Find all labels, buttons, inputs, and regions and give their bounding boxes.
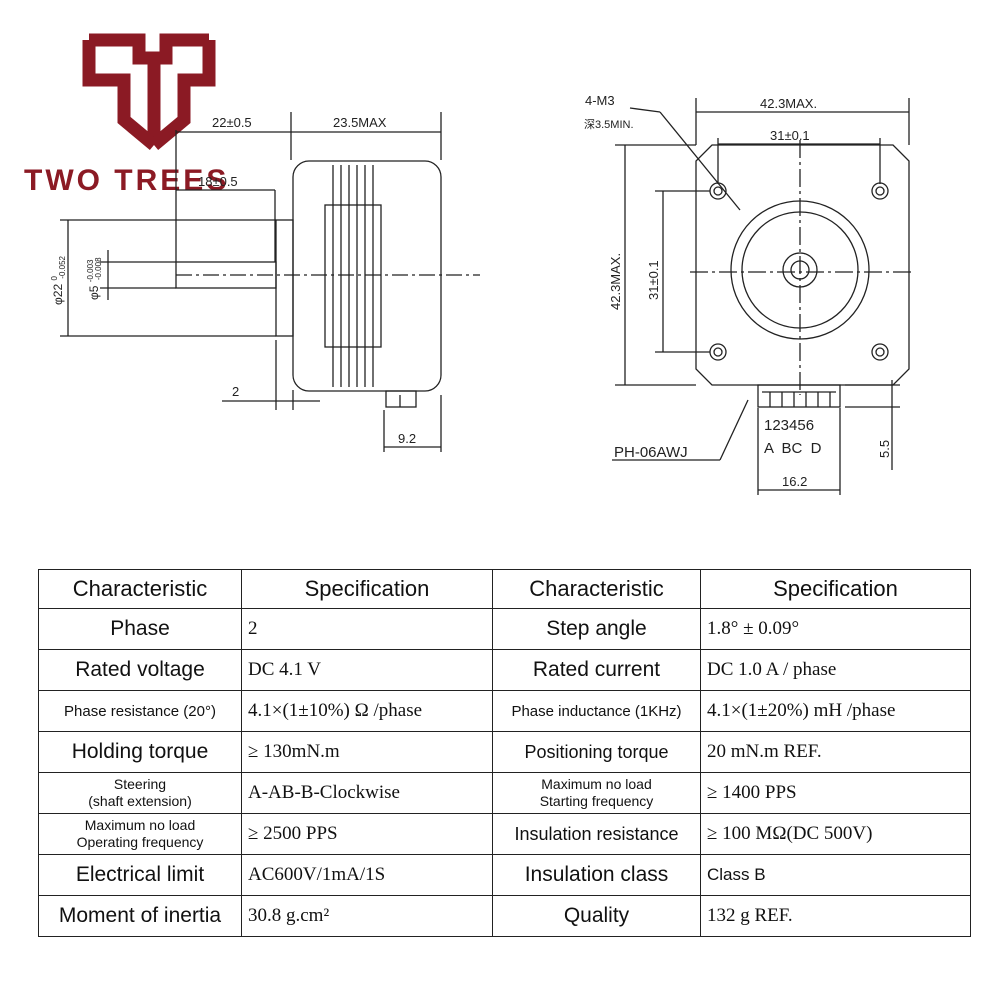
characteristic-cell: Insulation class [492, 854, 701, 896]
specification-cell: A-AB-B-Clockwise [241, 772, 493, 814]
specification-cell: ≥ 1400 PPS [700, 772, 971, 814]
connector-phases: A BC D [764, 440, 822, 457]
dim-boss-height: 2 [232, 384, 239, 399]
characteristic-cell: Quality [492, 895, 701, 937]
table-row: Electrical limit AC600V/1mA/1S Insulatio… [38, 854, 971, 896]
spec-table: Characteristic Specification Characteris… [38, 569, 971, 937]
holes-depth: 深3.5MIN. [584, 118, 634, 131]
motor-body-outline [292, 160, 442, 392]
specification-cell: ≥ 130mN.m [241, 731, 493, 773]
table-row: Maximum no load Operating frequency ≥ 25… [38, 813, 971, 855]
characteristic-line: Steering [113, 776, 167, 792]
characteristic-cell: Phase resistance (20°) [38, 690, 242, 732]
two-trees-logo: TWO TREES [24, 33, 229, 197]
specification-cell: 4.1×(1±10%) Ω /phase [241, 690, 493, 732]
dim-boss-diameter: φ22 0 -0.052 [46, 255, 67, 305]
specification-cell: AC600V/1mA/1S [241, 854, 493, 896]
specification-cell: 30.8 g.cm² [241, 895, 493, 937]
characteristic-cell: Step angle [492, 608, 701, 650]
characteristic-cell: Steering (shaft extension) [38, 772, 242, 814]
column-header: Specification [700, 569, 971, 609]
column-header: Characteristic [492, 569, 701, 609]
characteristic-cell: Holding torque [38, 731, 242, 773]
specification-cell: ≥ 2500 PPS [241, 813, 493, 855]
dim-height-max: 42.3MAX. [608, 253, 623, 310]
dim-shaft-length: 22±0.5 [212, 115, 252, 130]
specification-cell: 4.1×(1±20%) mH /phase [700, 690, 971, 732]
characteristic-cell: Rated current [492, 649, 701, 691]
dim-body-length: 23.5MAX [333, 115, 387, 130]
dim-hole-spacing-h: 31±0.1 [770, 128, 810, 143]
connector-pins: 123456 [764, 417, 814, 434]
characteristic-cell: Maximum no load Operating frequency [38, 813, 242, 855]
characteristic-line: Maximum no load [541, 776, 652, 792]
brand-name: TWO TREES [24, 164, 229, 197]
dim-flat-length: 18±0.5 [198, 174, 238, 189]
side-view-drawing: 22±0.5 23.5MAX 18±0.5 φ22 0 -0.052 φ5 -0… [46, 112, 480, 452]
characteristic-cell: Phase inductance (1KHz) [492, 690, 701, 732]
table-row: Phase resistance (20°) 4.1×(1±10%) Ω /ph… [38, 690, 971, 732]
column-header: Characteristic [38, 569, 242, 609]
specification-cell: 132 g REF. [700, 895, 971, 937]
characteristic-cell: Moment of inertia [38, 895, 242, 937]
specification-cell: 20 mN.m REF. [700, 731, 971, 773]
specification-cell: 2 [241, 608, 493, 650]
holes-label: 4-M3 [585, 93, 615, 108]
characteristic-cell: Insulation resistance [492, 813, 701, 855]
characteristic-cell: Maximum no load Starting frequency [492, 772, 701, 814]
specification-cell: DC 1.0 A / phase [700, 649, 971, 691]
dim-connector-width: 16.2 [782, 474, 807, 489]
dim-width-max: 42.3MAX. [760, 96, 817, 111]
table-row: Phase 2 Step angle 1.8° ± 0.09° [38, 608, 971, 650]
dim-connector-depth: 9.2 [398, 431, 416, 446]
characteristic-cell: Positioning torque [492, 731, 701, 773]
specification-cell: DC 4.1 V [241, 649, 493, 691]
dim-connector-height: 5.5 [877, 440, 892, 458]
table-row: Steering (shaft extension) A-AB-B-Clockw… [38, 772, 971, 814]
characteristic-cell: Phase [38, 608, 242, 650]
dim-shaft-diameter: φ5 -0.003 -0.008 [82, 256, 103, 300]
connector-model: PH-06AWJ [614, 444, 688, 461]
table-row: Rated voltage DC 4.1 V Rated current DC … [38, 649, 971, 691]
table-row: Holding torque ≥ 130mN.m Positioning tor… [38, 731, 971, 773]
column-header: Specification [241, 569, 493, 609]
specification-cell: Class B [700, 854, 971, 896]
dim-hole-spacing-v: 31±0.1 [646, 260, 661, 300]
table-row: Moment of inertia 30.8 g.cm² Quality 132… [38, 895, 971, 937]
characteristic-cell: Rated voltage [38, 649, 242, 691]
characteristic-line: (shaft extension) [88, 793, 192, 809]
characteristic-line: Operating frequency [76, 834, 204, 850]
table-header-row: Characteristic Specification Characteris… [38, 569, 971, 609]
specification-cell: ≥ 100 MΩ(DC 500V) [700, 813, 971, 855]
characteristic-cell: Electrical limit [38, 854, 242, 896]
front-view-drawing: 4-M3 深3.5MIN. 42.3MAX. 31±0.1 42.3MAX. 3… [584, 93, 915, 495]
characteristic-line: Maximum no load [84, 817, 196, 833]
characteristic-line: Starting frequency [539, 793, 654, 809]
specification-cell: 1.8° ± 0.09° [700, 608, 971, 650]
